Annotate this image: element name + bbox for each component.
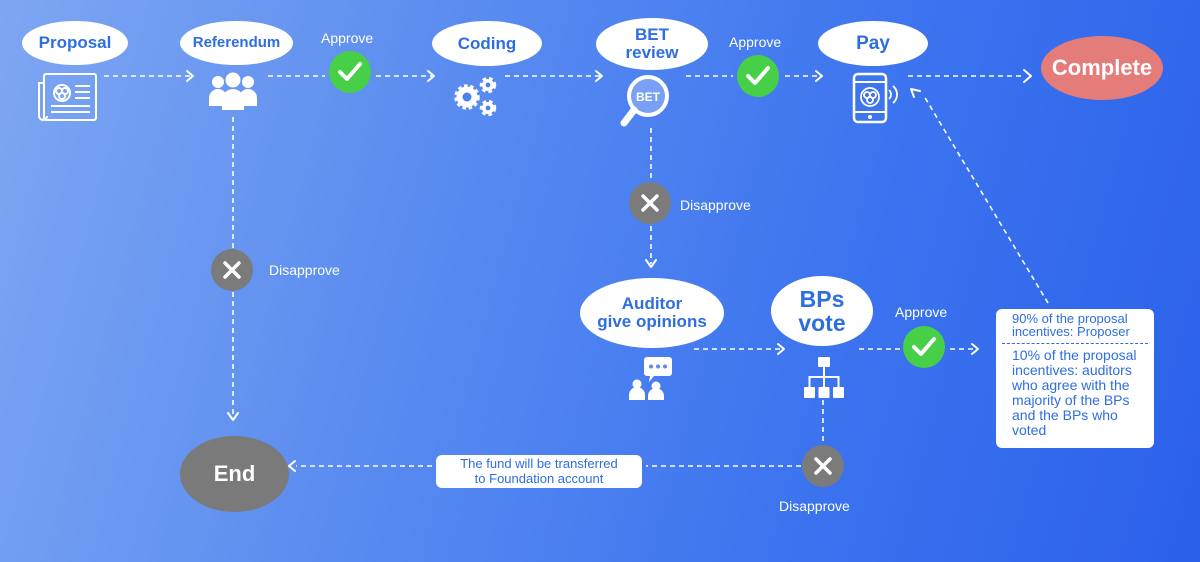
- referendum-label: Referendum: [192, 34, 281, 52]
- fund-note-line1: The fund will be transferred: [460, 456, 618, 471]
- disapprove-x-icon: [802, 445, 844, 487]
- pay-node: Pay: [818, 21, 928, 66]
- bet-review-node: BET review: [596, 18, 708, 70]
- approve-label: Approve: [895, 304, 948, 320]
- proposer-incentive: 90% of the proposal incentives: Proposer: [1012, 311, 1130, 339]
- fund-note-line2: to Foundation account: [474, 471, 604, 486]
- incentives-divider: [1002, 343, 1148, 344]
- bps-vote-label-line2: vote: [798, 310, 846, 336]
- gears-icon: [454, 76, 497, 117]
- proposal-node: Proposal: [22, 21, 128, 65]
- magnifier-icon: BET: [620, 75, 669, 127]
- referendum-node: Referendum: [180, 21, 293, 65]
- approve-check-icon: [329, 51, 371, 93]
- incentives-box: 90% of the proposal incentives: Proposer…: [996, 309, 1154, 448]
- end-label: End: [213, 461, 256, 487]
- auditor-label-line2: give opinions: [597, 312, 707, 331]
- approve-label: Approve: [729, 34, 782, 50]
- coding-label: Coding: [457, 33, 517, 53]
- disapprove-x-icon: [629, 182, 671, 224]
- bet-review-label-line2: review: [625, 43, 679, 62]
- end-node: End: [180, 436, 289, 512]
- auditor-label-line1: Auditor: [621, 294, 683, 314]
- disapprove-label: Disapprove: [680, 197, 751, 213]
- approve-check-icon: [903, 326, 945, 368]
- pay-label: Pay: [856, 32, 890, 54]
- auditor-incentive: 10% of the proposal incentives: auditors…: [1012, 347, 1137, 438]
- bet-review-label-line1: BET: [635, 25, 669, 45]
- people-icon: [209, 72, 257, 110]
- phone-payment-icon: [852, 72, 898, 124]
- disapprove-label: Disapprove: [269, 262, 340, 278]
- approve-check-icon: [737, 55, 779, 97]
- complete-label: Complete: [1051, 55, 1153, 81]
- complete-node: Complete: [1041, 36, 1163, 100]
- coding-node: Coding: [432, 21, 542, 66]
- hierarchy-icon: [804, 357, 844, 398]
- bps-vote-node: BPs vote: [771, 276, 873, 346]
- proposal-label: Proposal: [38, 33, 112, 53]
- disapprove-x-icon: [211, 249, 253, 291]
- fund-transfer-note: The fund will be transferred to Foundati…: [436, 455, 642, 488]
- newspaper-icon: [38, 73, 97, 121]
- bps-vote-label-line1: BPs: [799, 285, 845, 312]
- approve-label: Approve: [321, 30, 374, 46]
- disapprove-label: Disapprove: [779, 498, 850, 514]
- bet-badge-text: BET: [636, 90, 661, 104]
- auditor-node: Auditor give opinions: [580, 278, 724, 348]
- auditor-chat-icon: [629, 357, 672, 400]
